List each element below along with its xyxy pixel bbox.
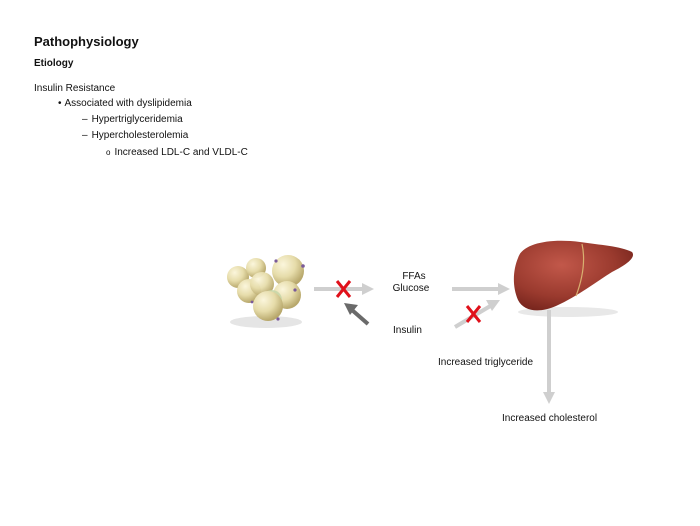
outline-level3-text: Increased LDL-C and VLDL-C [114,147,248,158]
blocked-x-icon [465,305,482,323]
liver-icon [513,240,634,317]
outline-level0-text: Insulin Resistance [34,83,116,94]
bullet-dash: – [82,130,88,141]
blocked-x-icon [335,280,352,298]
ffa-release-arrow [314,283,374,295]
outline-level0: Insulin Resistance [34,83,115,94]
ffa-to-liver-arrow [452,283,510,295]
ffas-label: FFAs [402,271,426,282]
increased-cholesterol-label: Increased cholesterol [502,413,598,424]
outline-level2b-text: Hypercholesterolemia [91,130,189,141]
increased-triglyceride-label: Increased triglyceride [438,357,534,368]
section-subtitle: Etiology [34,58,74,69]
bullet-dot: • [58,98,62,109]
outline-level2-hypercholesterolemia: –Hypercholesterolemia [82,130,188,141]
bullet-circle: o [106,148,111,157]
outline-level2a-text: Hypertriglyceridemia [91,114,183,125]
glucose-label: Glucose [392,283,430,294]
fat-cells-icon [227,255,305,328]
outline-level1: •Associated with dyslipidemia [58,98,192,109]
outline-level1-text: Associated with dyslipidemia [64,98,192,109]
insulin-to-liver-arrow [453,300,500,329]
page-title: Pathophysiology [34,34,139,49]
liver-to-cholesterol-arrow [543,310,555,404]
bullet-dash: – [82,114,88,125]
insulin-label: Insulin [393,325,422,336]
insulin-arrow [344,303,370,326]
outline-level2-hypertriglyceridemia: –Hypertriglyceridemia [82,114,183,125]
